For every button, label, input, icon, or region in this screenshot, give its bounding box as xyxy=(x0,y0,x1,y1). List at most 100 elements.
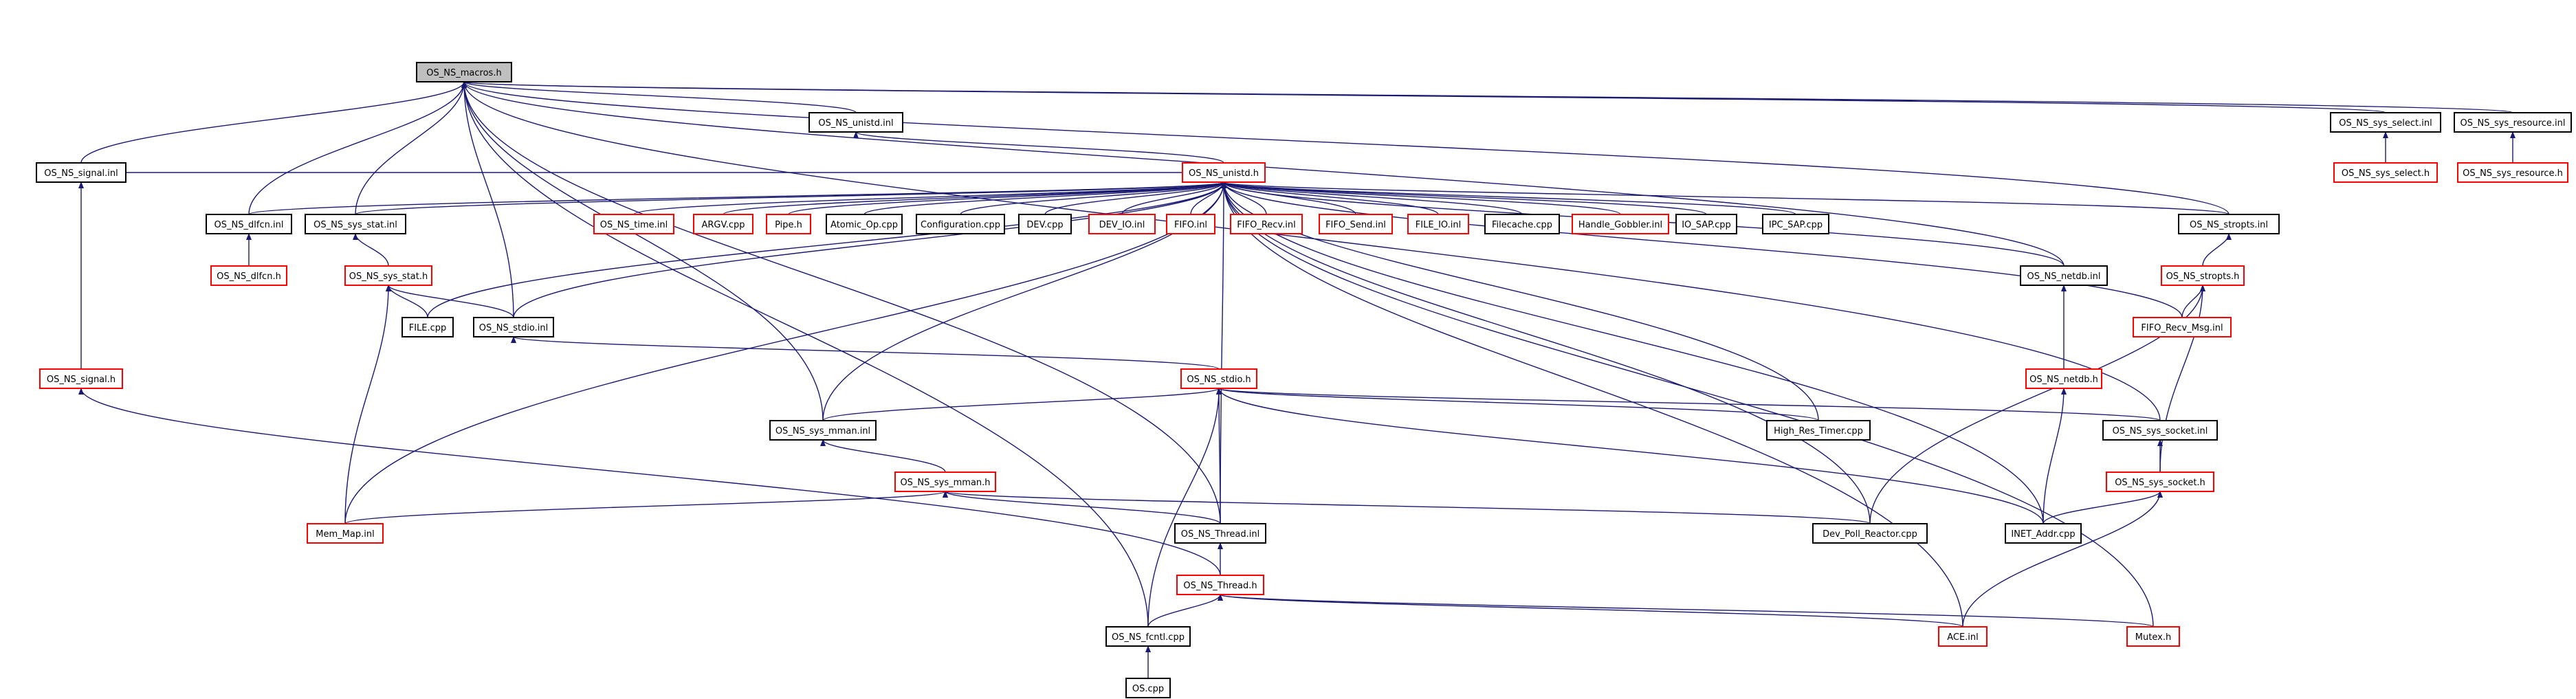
node-file-cpp[interactable]: FILE.cpp xyxy=(401,317,454,337)
node-label: OS_NS_sys_socket.h xyxy=(2115,478,2205,488)
node-os-ns-dlfcn-inl[interactable]: OS_NS_dlfcn.inl xyxy=(206,214,292,234)
node-os-ns-fcntl-cpp[interactable]: OS_NS_fcntl.cpp xyxy=(1105,626,1191,647)
node-os-ns-sys-socket-h[interactable]: OS_NS_sys_socket.h xyxy=(2106,471,2214,492)
node-box xyxy=(1176,575,1264,595)
node-ipc-sap-cpp[interactable]: IPC_SAP.cpp xyxy=(1762,214,1829,234)
node-atomic-op-cpp[interactable]: Atomic_Op.cpp xyxy=(826,214,903,234)
edge-thread_inl-to-macros xyxy=(461,81,1221,524)
node-file-io-inl[interactable]: FILE_IO.inl xyxy=(1407,214,1469,234)
node-os-ns-thread-h[interactable]: OS_NS_Thread.h xyxy=(1176,575,1264,595)
edge-sys_resource_inl-to-macros xyxy=(462,81,2513,113)
edge-handle_gobbler-to-unistd_h xyxy=(1221,181,1621,215)
node-fifo-recv-inl[interactable]: FIFO_Recv.inl xyxy=(1230,214,1303,234)
node-box xyxy=(2457,162,2568,183)
node-os-ns-netdb-inl[interactable]: OS_NS_netdb.inl xyxy=(2020,265,2108,286)
node-os-ns-netdb-h[interactable]: OS_NS_netdb.h xyxy=(2025,368,2102,389)
node-dev-cpp[interactable]: DEV.cpp xyxy=(1018,214,1072,234)
node-argv-cpp[interactable]: ARGV.cpp xyxy=(693,214,753,234)
node-os-cpp[interactable]: OS.cpp xyxy=(1125,678,1171,698)
node-os-ns-sys-stat-inl[interactable]: OS_NS_sys_stat.inl xyxy=(305,214,406,234)
node-label: INET_Addr.cpp xyxy=(2011,529,2075,540)
node-os-ns-macros-h[interactable]: OS_NS_macros.h xyxy=(416,62,512,82)
node-box xyxy=(1762,214,1829,234)
node-label: High_Res_Timer.cpp xyxy=(1774,426,1863,436)
node-os-ns-stdio-inl[interactable]: OS_NS_stdio.inl xyxy=(473,317,554,337)
node-os-ns-sys-resource-inl[interactable]: OS_NS_sys_resource.inl xyxy=(2454,112,2572,133)
edge-thread_inl-to-sys_mman_h xyxy=(943,491,1221,524)
node-label: OS_NS_sys_stat.h xyxy=(349,271,428,282)
node-filecache-cpp[interactable]: Filecache.cpp xyxy=(1484,214,1560,234)
node-box xyxy=(206,214,292,234)
node-label: Mem_Map.inl xyxy=(316,529,374,540)
edge-ace_inl-to-unistd_h xyxy=(1221,181,1963,628)
node-box xyxy=(1319,214,1393,234)
node-fifo-recv-msg-inl[interactable]: FIFO_Recv_Msg.inl xyxy=(2133,317,2232,337)
edge-dev-to-unistd_h xyxy=(1044,181,1226,215)
edge-sys_stat_inl-to-unistd_h xyxy=(355,181,1226,215)
node-ace-inl[interactable]: ACE.inl xyxy=(1938,626,1988,647)
node-fifo-inl[interactable]: FIFO.inl xyxy=(1166,214,1215,234)
node-os-ns-sys-mman-inl[interactable]: OS_NS_sys_mman.inl xyxy=(769,420,877,441)
edge-file_cpp-to-sys_stat_h xyxy=(386,285,428,318)
node-os-ns-time-inl[interactable]: OS_NS_time.inl xyxy=(593,214,674,234)
node-os-ns-sys-mman-h[interactable]: OS_NS_sys_mman.h xyxy=(894,471,996,492)
edge-unistd_inl_top-to-macros xyxy=(461,81,857,113)
node-box xyxy=(1166,214,1215,234)
node-box xyxy=(36,162,126,183)
node-box xyxy=(1182,162,1266,183)
node-box xyxy=(593,214,674,234)
node-os-ns-stropts-h[interactable]: OS_NS_stropts.h xyxy=(2161,265,2245,286)
node-handle-gobbler-inl[interactable]: Handle_Gobbler.inl xyxy=(1572,214,1669,234)
node-os-ns-stropts-inl[interactable]: OS_NS_stropts.inl xyxy=(2178,214,2280,234)
edge-stdio_h-to-stdio_inl xyxy=(511,336,1220,370)
edge-thread_inl-to-unistd_h xyxy=(1220,181,1226,524)
node-os-ns-signal-inl[interactable]: OS_NS_signal.inl xyxy=(36,162,126,183)
edge-high_res-to-stdio_h xyxy=(1216,388,1819,421)
edge-sys_select_inl-to-macros xyxy=(462,81,2386,113)
edge-sys_stat_inl-to-macros xyxy=(355,81,467,215)
node-high-res-timer-cpp[interactable]: High_Res_Timer.cpp xyxy=(1766,420,1871,441)
node-label: Atomic_Op.cpp xyxy=(830,220,898,230)
node-box xyxy=(2178,214,2280,234)
node-box xyxy=(808,112,903,133)
node-os-ns-unistd-inl[interactable]: OS_NS_unistd.inl xyxy=(808,112,903,133)
node-label: FIFO_Recv_Msg.inl xyxy=(2141,323,2223,333)
node-box xyxy=(210,265,287,286)
edge-file_cpp-to-unistd_h xyxy=(427,181,1226,318)
node-io-sap-cpp[interactable]: IO_SAP.cpp xyxy=(1675,214,1737,234)
node-mutex-h[interactable]: Mutex.h xyxy=(2126,626,2180,647)
node-box xyxy=(766,214,811,234)
edges xyxy=(78,81,2516,679)
node-box xyxy=(2106,471,2214,492)
node-os-ns-sys-resource-h[interactable]: OS_NS_sys_resource.h xyxy=(2457,162,2568,183)
edge-config-to-unistd_h xyxy=(960,181,1226,215)
node-box xyxy=(39,368,123,389)
node-fifo-send-inl[interactable]: FIFO_Send.inl xyxy=(1319,214,1393,234)
node-os-ns-sys-stat-h[interactable]: OS_NS_sys_stat.h xyxy=(344,265,432,286)
node-os-ns-sys-select-inl[interactable]: OS_NS_sys_select.inl xyxy=(2330,112,2441,133)
node-os-ns-signal-h[interactable]: OS_NS_signal.h xyxy=(39,368,123,389)
edge-fcntl_cpp-to-stdio_h xyxy=(1147,388,1222,628)
node-dev-io-inl[interactable]: DEV_IO.inl xyxy=(1088,214,1156,234)
node-label: Dev_Poll_Reactor.cpp xyxy=(1823,529,1917,540)
edge-unistd_h-to-unistd_inl_top xyxy=(853,131,1224,164)
node-box xyxy=(1572,214,1669,234)
node-inet-addr-cpp[interactable]: INET_Addr.cpp xyxy=(2005,523,2082,544)
edge-mem_map-to-sys_stat_h xyxy=(344,285,391,524)
edge-signal_inl-to-macros xyxy=(80,81,467,164)
node-label: OS_NS_stropts.inl xyxy=(2190,220,2268,230)
node-os-ns-unistd-h[interactable]: OS_NS_unistd.h xyxy=(1182,162,1266,183)
node-box xyxy=(1174,523,1266,544)
node-os-ns-sys-select-h[interactable]: OS_NS_sys_select.h xyxy=(2333,162,2438,183)
node-os-ns-stdio-h[interactable]: OS_NS_stdio.h xyxy=(1180,368,1257,389)
node-os-ns-dlfcn-h[interactable]: OS_NS_dlfcn.h xyxy=(210,265,287,286)
node-mem-map-inl[interactable]: Mem_Map.inl xyxy=(307,523,384,544)
node-os-ns-sys-socket-inl[interactable]: OS_NS_sys_socket.inl xyxy=(2102,420,2218,441)
node-configuration-cpp[interactable]: Configuration.cpp xyxy=(916,214,1005,234)
node-box xyxy=(1675,214,1737,234)
edge-filecache-to-unistd_h xyxy=(1221,181,1523,215)
node-dev-poll-reactor-cpp[interactable]: Dev_Poll_Reactor.cpp xyxy=(1812,523,1928,544)
node-pipe-h[interactable]: Pipe.h xyxy=(766,214,811,234)
node-os-ns-thread-inl[interactable]: OS_NS_Thread.inl xyxy=(1174,523,1266,544)
